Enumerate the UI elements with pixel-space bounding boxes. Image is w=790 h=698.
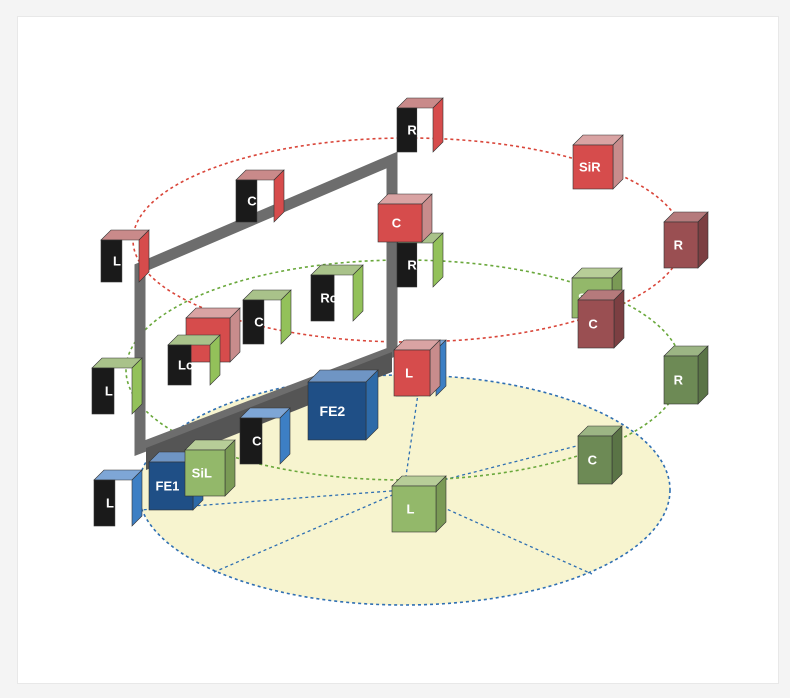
speaker-front-face xyxy=(307,381,367,441)
speaker-side-face xyxy=(280,289,292,345)
speaker-label: R xyxy=(674,373,684,388)
speaker-side-face xyxy=(612,134,624,190)
speaker-mid-rc: Rc xyxy=(310,264,364,322)
speaker-mid-lc: Lc xyxy=(167,334,221,386)
speaker-side-face xyxy=(352,264,364,322)
speaker-front-face xyxy=(577,299,615,349)
speaker-label: L xyxy=(106,496,114,511)
speaker-front-face xyxy=(239,417,263,465)
speaker-side-face xyxy=(611,425,623,485)
speaker-front-face xyxy=(663,221,699,269)
speaker-front-face xyxy=(242,299,265,345)
speaker-front-face xyxy=(396,107,418,153)
speaker-front-face xyxy=(377,203,423,243)
speaker-mid-c-right: C xyxy=(577,425,623,485)
speaker-label: L xyxy=(105,384,113,399)
speaker-label: FE1 xyxy=(156,479,180,494)
speaker-side-face xyxy=(224,439,236,497)
speaker-side-face xyxy=(131,469,143,527)
speaker-front-face xyxy=(235,179,258,223)
speaker-label: R xyxy=(407,258,417,273)
speaker-label: Rc xyxy=(320,291,337,306)
speaker-side-face xyxy=(279,407,291,465)
speaker-front-face xyxy=(91,367,115,415)
speaker-label: L xyxy=(405,366,413,381)
speaker-mid-sil: SiL xyxy=(184,439,236,497)
speaker-front-face xyxy=(391,485,437,533)
speaker-front-face xyxy=(572,144,614,190)
speaker-front-face xyxy=(167,344,192,386)
speaker-upper-l: L xyxy=(100,229,150,283)
speaker-low-fe2: FE2 xyxy=(307,369,379,441)
speaker-label: FE2 xyxy=(320,403,346,419)
speaker-label: Lc xyxy=(178,358,193,373)
speaker-label: R xyxy=(407,123,417,138)
speaker-upper-l-front: L xyxy=(393,339,441,397)
speaker-side-face xyxy=(432,232,444,288)
speaker-label: SiR xyxy=(579,160,601,175)
speaker-upper-c-right: C xyxy=(377,193,433,243)
speaker-front-face xyxy=(184,449,226,497)
speaker-mid-r-right: R xyxy=(663,345,709,405)
speaker-side-face xyxy=(432,97,444,153)
speaker-label: C xyxy=(392,216,402,231)
speaker-label: L xyxy=(407,502,415,517)
speaker-side-face xyxy=(138,229,150,283)
speaker-front-face xyxy=(393,349,431,397)
speaker-side-face xyxy=(697,345,709,405)
speaker-front-face xyxy=(93,479,116,527)
speaker-side-face xyxy=(229,307,241,363)
speaker-upper-r-right: R xyxy=(663,211,709,269)
speaker-label: C xyxy=(247,194,257,209)
speaker-upper-sir: SiR xyxy=(572,134,624,190)
speaker-side-face xyxy=(429,339,441,397)
speaker-label: C xyxy=(252,434,262,449)
speaker-front-face xyxy=(577,435,613,485)
speaker-front-face xyxy=(310,274,335,322)
speaker-side-face xyxy=(613,289,625,349)
speaker-side-face xyxy=(209,334,221,386)
speaker-label: C xyxy=(588,453,598,468)
speaker-front-face xyxy=(100,239,123,283)
speaker-side-face xyxy=(697,211,709,269)
speaker-upper-c: C xyxy=(235,169,285,223)
speaker-front-face xyxy=(663,355,699,405)
speaker-label: C xyxy=(588,317,598,332)
speaker-mid-l: L xyxy=(91,357,143,415)
speaker-upper-c: C xyxy=(577,289,625,349)
speaker-label: R xyxy=(674,238,684,253)
speaker-label: C xyxy=(254,315,264,330)
speaker-side-face xyxy=(273,169,285,223)
speaker-front-face xyxy=(396,242,418,288)
speaker-upper-r-top: R xyxy=(396,97,444,153)
speaker-low-l-center: L xyxy=(391,475,447,533)
speaker-side-face xyxy=(131,357,143,415)
speaker-label: L xyxy=(113,254,121,269)
speaker-label: SiL xyxy=(192,466,212,481)
speaker-low-l-left: L xyxy=(93,469,143,527)
speaker-low-c: C xyxy=(239,407,291,465)
speaker-side-face xyxy=(365,369,379,441)
speaker-mid-c: C xyxy=(242,289,292,345)
speaker-side-face xyxy=(435,475,447,533)
